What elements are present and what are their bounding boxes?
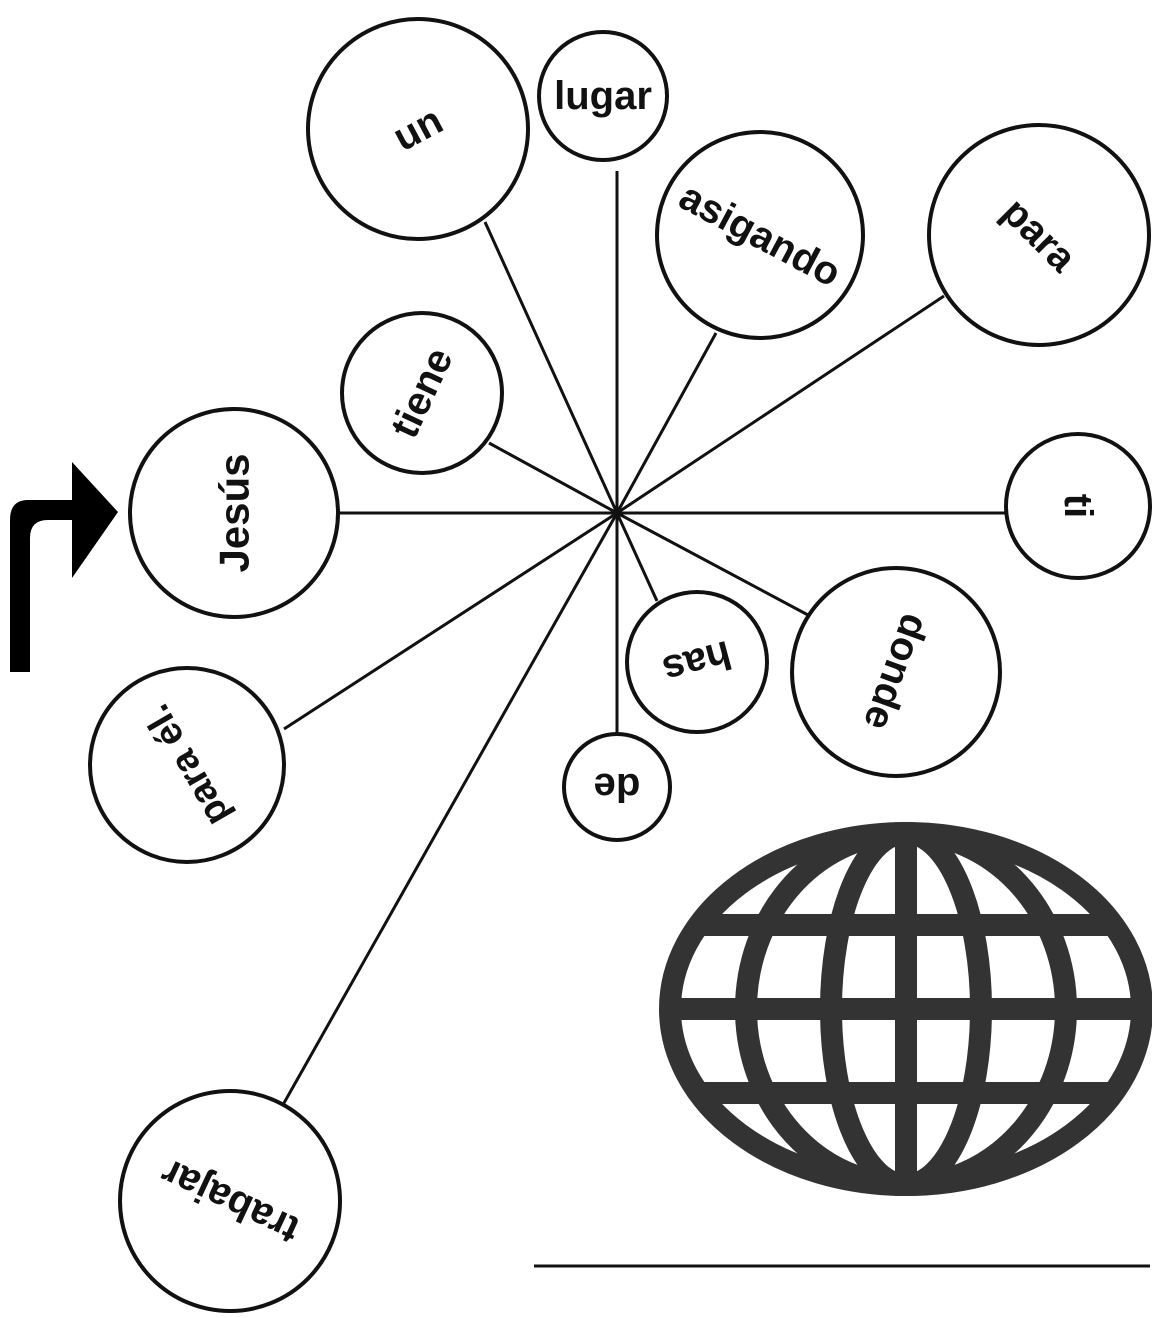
bubble-para-el: para él. bbox=[88, 666, 286, 864]
bubble-trabajar: trabajar bbox=[118, 1089, 342, 1313]
spokes bbox=[282, 171, 1006, 1104]
bubble-has: has bbox=[625, 590, 769, 734]
word-de: de bbox=[594, 765, 641, 809]
spoke-asigando bbox=[615, 332, 718, 514]
word-ti: ti bbox=[1056, 494, 1100, 518]
word-jesus: Jesús bbox=[211, 453, 258, 572]
spoke-un bbox=[483, 221, 619, 514]
bubble-donde: donde bbox=[790, 566, 1002, 778]
bubble-jesus: Jesús bbox=[128, 407, 340, 619]
spoke-has bbox=[615, 512, 659, 602]
bubble-para: para bbox=[927, 123, 1151, 347]
bubble-de: de bbox=[562, 732, 672, 842]
bubble-un: un bbox=[306, 17, 530, 241]
spoke-donde bbox=[616, 511, 809, 617]
spoke-trabajar bbox=[282, 512, 619, 1104]
bubble-asigando: asigando bbox=[655, 130, 865, 340]
bubble-tiene: tiene bbox=[340, 311, 504, 475]
spoke-para bbox=[616, 294, 945, 515]
word-lugar: lugar bbox=[554, 74, 652, 118]
bubble-ti: ti bbox=[1004, 432, 1152, 580]
start-arrow-icon bbox=[10, 462, 118, 672]
spoke-para-el bbox=[283, 511, 618, 731]
globe-icon bbox=[659, 822, 1152, 1196]
bubble-lugar: lugar bbox=[537, 30, 669, 162]
spoke-tiene bbox=[488, 441, 618, 515]
